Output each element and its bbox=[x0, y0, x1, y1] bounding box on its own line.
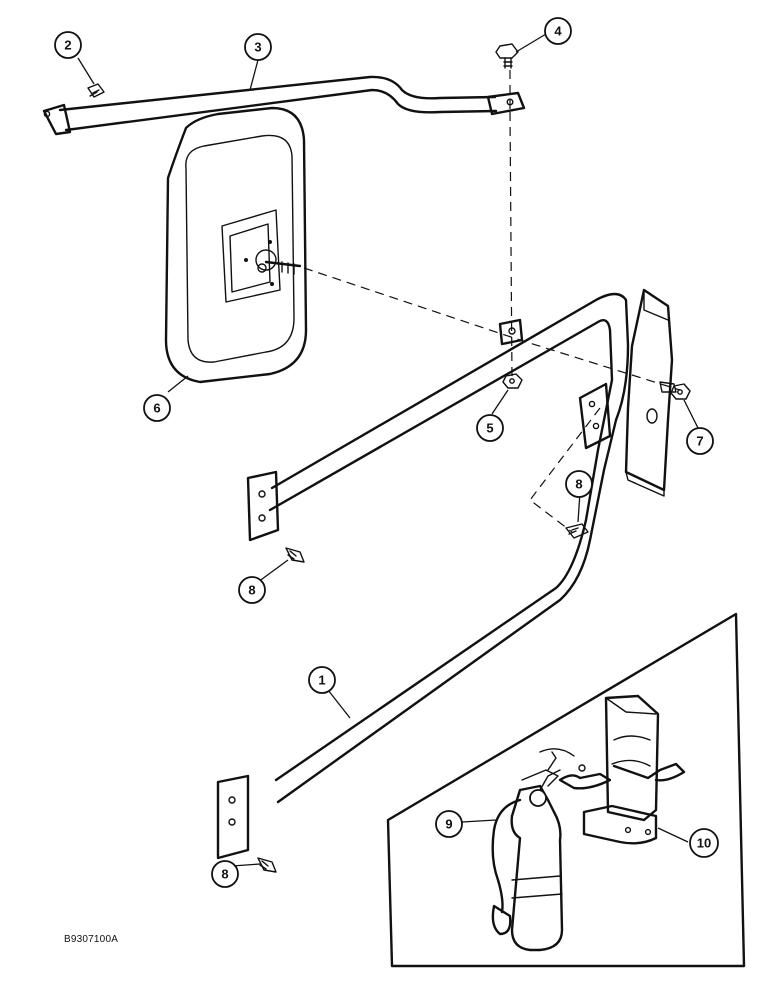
callout-6: 6 bbox=[143, 394, 171, 422]
fire-extinguisher bbox=[491, 751, 564, 952]
nut-5 bbox=[502, 373, 523, 389]
inset-frame bbox=[386, 612, 746, 968]
svg-text:6: 6 bbox=[153, 401, 160, 416]
svg-text:8: 8 bbox=[575, 477, 582, 492]
bolt-8-middle bbox=[285, 547, 305, 563]
brace-bar bbox=[42, 75, 526, 136]
svg-text:1: 1 bbox=[318, 673, 325, 688]
callout-3: 3 bbox=[244, 33, 272, 61]
callout-5: 5 bbox=[476, 414, 504, 442]
svg-text:5: 5 bbox=[486, 421, 493, 436]
callout-10: 10 bbox=[689, 828, 719, 858]
svg-text:3: 3 bbox=[254, 40, 261, 55]
callout-2: 2 bbox=[54, 31, 82, 59]
figure-id: B9307100A bbox=[64, 934, 119, 945]
bolt-4 bbox=[495, 43, 519, 69]
callout-8-middle: 8 bbox=[238, 576, 266, 604]
mounting-bracket bbox=[624, 288, 677, 497]
callout-1: 1 bbox=[308, 666, 336, 694]
bolt-8-bottom bbox=[257, 857, 277, 873]
callout-4: 4 bbox=[544, 17, 572, 45]
svg-text:4: 4 bbox=[554, 24, 562, 39]
svg-text:2: 2 bbox=[64, 38, 71, 53]
assembly-line-mirror bbox=[303, 267, 681, 391]
nut-7 bbox=[670, 383, 691, 400]
bolt-2 bbox=[87, 83, 105, 98]
mirror bbox=[164, 106, 308, 384]
svg-text:8: 8 bbox=[248, 583, 255, 598]
bolt-8-right bbox=[565, 523, 589, 539]
callout-8-right: 8 bbox=[565, 470, 593, 498]
extinguisher-bracket bbox=[539, 694, 686, 845]
svg-text:9: 9 bbox=[445, 817, 452, 832]
svg-text:8: 8 bbox=[221, 867, 228, 882]
callout-8-bottom: 8 bbox=[211, 860, 239, 888]
assembly-line-vertical bbox=[509, 70, 513, 379]
callout-9: 9 bbox=[435, 810, 463, 838]
callout-7: 7 bbox=[686, 427, 714, 455]
assembly-line-bolt bbox=[529, 407, 601, 533]
svg-text:10: 10 bbox=[697, 836, 711, 851]
mirror-support-arm bbox=[216, 292, 630, 860]
svg-text:7: 7 bbox=[696, 434, 703, 449]
